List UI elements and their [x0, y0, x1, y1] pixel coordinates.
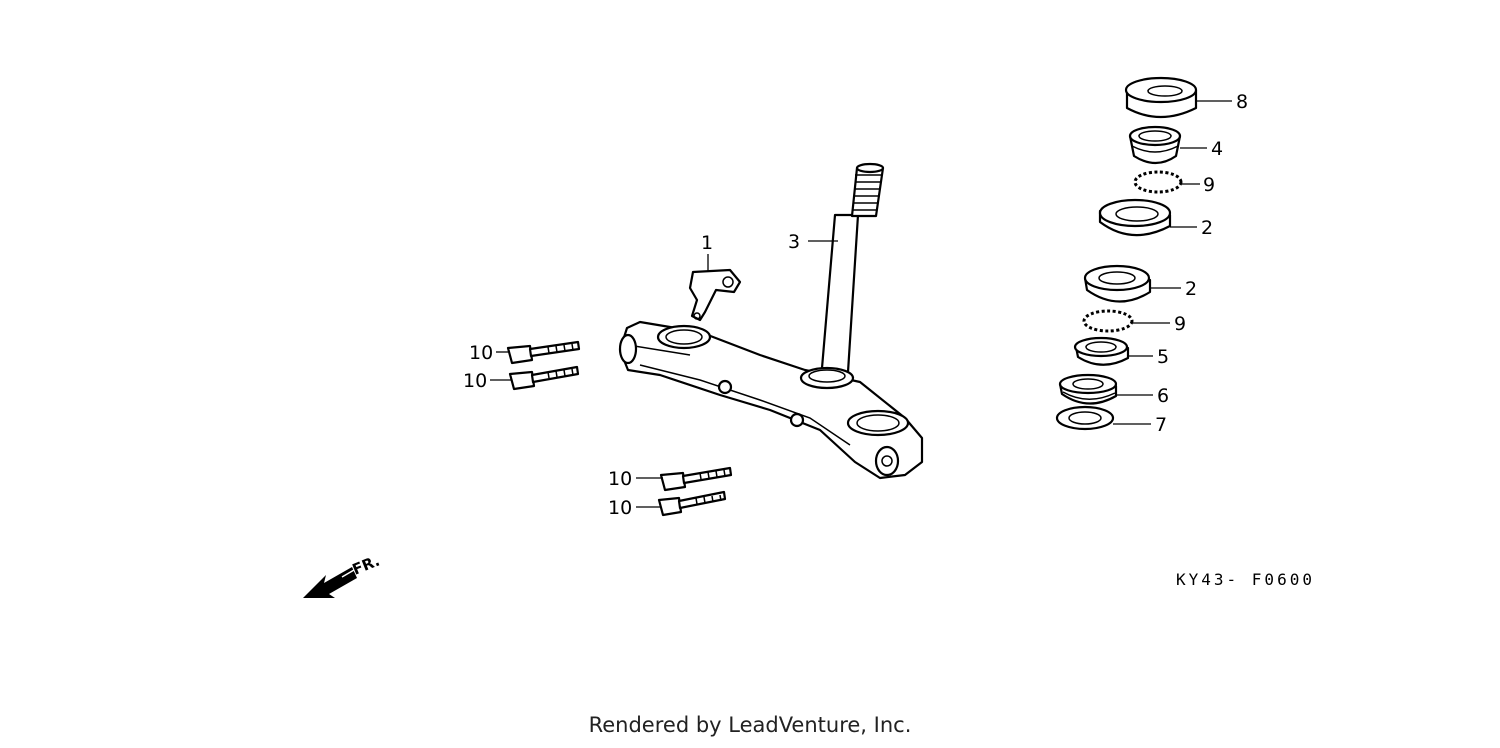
diagram-code: KY43- F0600	[1176, 570, 1315, 589]
stem-nut-part-8	[1124, 76, 1198, 118]
washer-part-7	[1055, 405, 1115, 431]
bottom-cone-race-part-5	[1073, 336, 1130, 366]
front-label: FR.	[350, 552, 383, 579]
callout-5: 5	[1157, 346, 1169, 368]
callout-6: 6	[1157, 385, 1169, 407]
bolt-10a	[506, 340, 581, 365]
front-direction-arrow-icon	[303, 564, 357, 598]
top-cone-race-part-4	[1128, 125, 1182, 165]
callout-10a: 10	[469, 342, 493, 364]
callout-4: 4	[1211, 138, 1223, 160]
leader-lines	[490, 100, 1232, 508]
dust-seal-part-6	[1058, 373, 1118, 405]
callout-7: 7	[1155, 414, 1167, 436]
callout-1: 1	[701, 232, 713, 254]
callout-2b: 2	[1185, 278, 1197, 300]
callout-3: 3	[788, 231, 800, 253]
bolt-10c	[659, 466, 733, 492]
ball-race-part-2a	[1098, 198, 1172, 237]
callout-2a: 2	[1201, 217, 1213, 239]
steering-stem-assembly	[618, 162, 924, 480]
steel-balls-part-9a	[1133, 170, 1183, 194]
callout-9a: 9	[1203, 174, 1215, 196]
steel-balls-part-9b	[1082, 309, 1134, 333]
callout-9b: 9	[1174, 313, 1186, 335]
ball-race-part-2b	[1083, 264, 1152, 303]
callout-10d: 10	[608, 497, 632, 519]
callout-8: 8	[1236, 91, 1248, 113]
callout-10b: 10	[463, 370, 487, 392]
bolt-10b	[508, 365, 580, 391]
footer-credit: Rendered by LeadVenture, Inc.	[588, 713, 912, 737]
bolt-10d	[657, 490, 727, 517]
callout-10c: 10	[608, 468, 632, 490]
cable-guide-bracket	[688, 268, 742, 322]
